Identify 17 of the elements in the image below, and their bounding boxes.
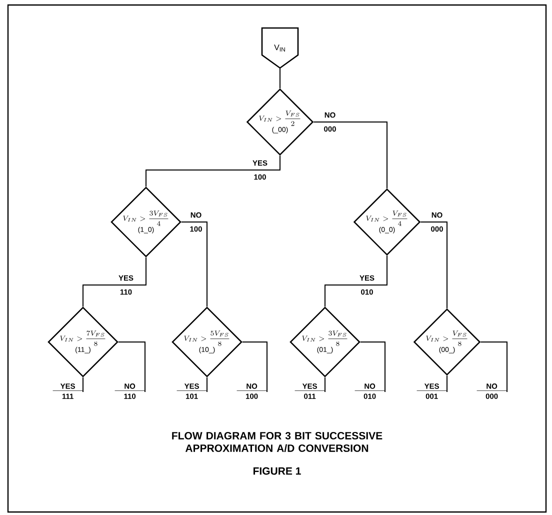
connector-line	[324, 376, 326, 392]
figure-title: FLOW DIAGRAM FOR 3 BIT SUCCESSIVE APPROXIMATION A/D CONVERSION	[172, 432, 382, 452]
connector-line	[180, 222, 208, 308]
connector-line	[82, 376, 84, 392]
connector-line	[446, 375, 448, 392]
connector-line	[118, 342, 146, 392]
connector-line	[82, 256, 146, 308]
connector-line	[206, 376, 208, 392]
figure-caption: FIGURE 1	[254, 467, 301, 475]
connector-line	[242, 342, 268, 392]
connector-line	[324, 255, 388, 308]
input-pentagon: V$_{IN}$	[261, 27, 299, 69]
connector-line	[146, 155, 280, 188]
connector-line	[480, 342, 508, 392]
connector-line	[420, 222, 448, 309]
connector-line	[360, 342, 386, 392]
connector-line	[313, 122, 388, 189]
